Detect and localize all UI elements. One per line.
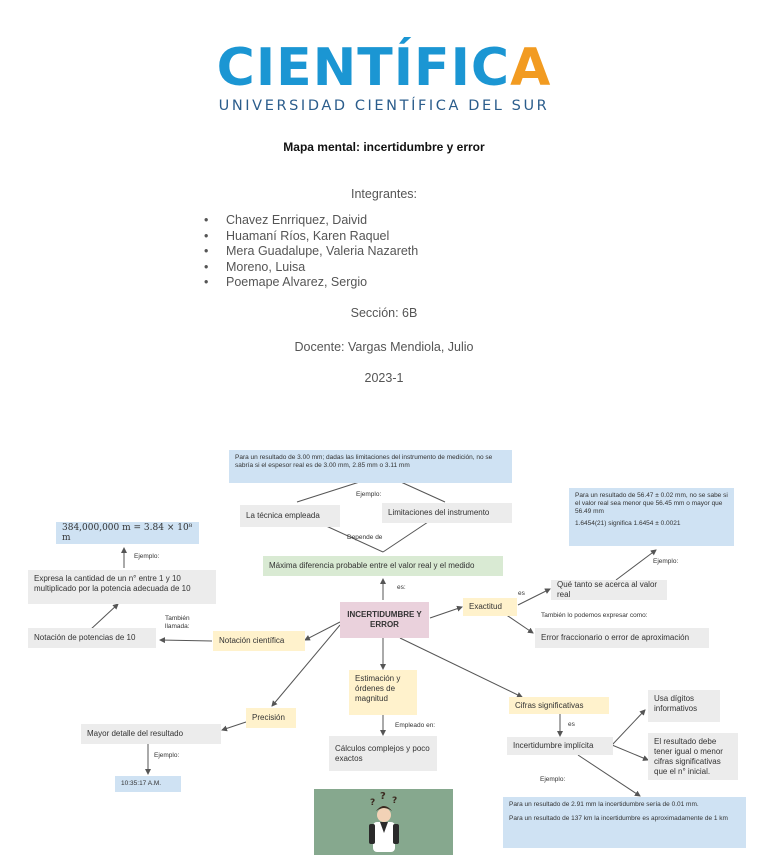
max-difference-node: Máxima diferencia probable entre el valo… xyxy=(263,556,503,576)
members-list: Chavez Enrriquez, Daivid Huamaní Ríos, K… xyxy=(204,213,418,291)
member-item: Moreno, Luisa xyxy=(204,260,418,276)
limitaciones-node: Limitaciones del instrumento xyxy=(382,503,512,523)
term-label: 2023-1 xyxy=(364,371,404,385)
document-title: Mapa mental: incertidumbre y error xyxy=(283,140,485,154)
notacion-cientifica-node: Notación científica xyxy=(213,631,305,651)
exactitud-node: Exactitud xyxy=(463,598,517,616)
exactitud-es-label: es xyxy=(518,590,525,597)
top-example-box: Para un resultado de 3.00 mm; dadas las … xyxy=(229,450,512,483)
error-fraccionario-node: Error fraccionario o error de aproximaci… xyxy=(535,628,709,648)
right-example-line-1: Para un resultado de 56.47 ± 0.02 mm, no… xyxy=(575,492,728,515)
mayor-detalle-node: Mayor detalle del resultado xyxy=(81,724,221,744)
confused-person-icon: ? ? ? xyxy=(369,791,399,852)
scientific-notation-example: 384,000,000 m = 3.84 × 10⁸ m xyxy=(56,522,199,544)
member-item: Mera Guadalupe, Valeria Nazareth xyxy=(204,244,418,260)
resultado-debe-node: El resultado debe tener igual o menor ci… xyxy=(648,733,738,780)
empleado-en-label: Empleado en: xyxy=(395,722,436,729)
university-logo: CIENTÍFICA xyxy=(0,38,768,98)
svg-text:?: ? xyxy=(392,796,397,806)
estimacion-node: Estimación y órdenes de magnitud xyxy=(349,670,417,715)
member-item: Huamaní Ríos, Karen Raquel xyxy=(204,229,418,245)
bottom-example-box: Para un resultado de 2.91 mm la incertid… xyxy=(503,797,746,848)
example-label-right: Ejemplo: xyxy=(653,558,679,565)
cifras-node: Cifras significativas xyxy=(509,697,609,714)
bottom-example-line-1: Para un resultado de 2.91 mm la incertid… xyxy=(509,801,699,808)
tambien-expresar-label: También lo podemos expresar como: xyxy=(541,612,648,619)
tambien-llamada-label: También llamada: xyxy=(165,615,190,630)
right-example-line-2: 1.6454(21) significa 1.6454 ± 0.0021 xyxy=(575,520,681,527)
usa-digitos-node: Usa dígitos informativos xyxy=(648,690,720,722)
que-tanto-node: Qué tanto se acerca al valor real xyxy=(551,580,667,600)
teacher-label: Docente: Vargas Mendiola, Julio xyxy=(294,340,474,354)
es-label: es: xyxy=(397,584,406,591)
member-item: Chavez Enrriquez, Daivid xyxy=(204,213,418,229)
right-example-box: Para un resultado de 56.47 ± 0.02 mm, no… xyxy=(569,488,734,546)
member-item: Poemape Alvarez, Sergio xyxy=(204,275,418,291)
members-heading: Integrantes: xyxy=(350,187,417,201)
example-label-precision: Ejemplo: xyxy=(154,752,180,759)
notacion-potencias-node: Notación de potencias de 10 xyxy=(28,628,156,648)
bottom-example-line-2: Para un resultado de 137 km la incertidu… xyxy=(509,815,728,822)
expresa-node: Expresa la cantidad de un n° entre 1 y 1… xyxy=(28,570,216,604)
logo-wordmark: CIENTÍFICA xyxy=(216,38,552,98)
example-label-top: Ejemplo: xyxy=(356,491,382,498)
calculos-node: Cálculos complejos y poco exactos xyxy=(329,736,437,771)
example-label-bottom: Ejemplo: xyxy=(540,776,566,783)
svg-text:?: ? xyxy=(370,798,375,808)
time-example: 10:35:17 A.M. xyxy=(115,776,181,792)
precision-node: Precisión xyxy=(246,708,296,728)
example-label-left: Ejemplo: xyxy=(134,553,160,560)
svg-text:?: ? xyxy=(380,791,386,802)
cifras-es-label: es xyxy=(568,721,575,728)
logo-subtitle: UNIVERSIDAD CIENTÍFICA DEL SUR xyxy=(218,98,550,114)
tecnica-node: La técnica empleada xyxy=(240,505,340,527)
section-label: Sección: 6B xyxy=(350,306,418,320)
incertidumbre-implicita-node: Incertidumbre implícita xyxy=(507,737,613,755)
depende-label: Depende de xyxy=(347,534,383,541)
central-topic: INCERTIDUMBRE Y ERROR xyxy=(340,602,429,638)
confused-person-illustration: ? ? ? xyxy=(314,789,453,855)
